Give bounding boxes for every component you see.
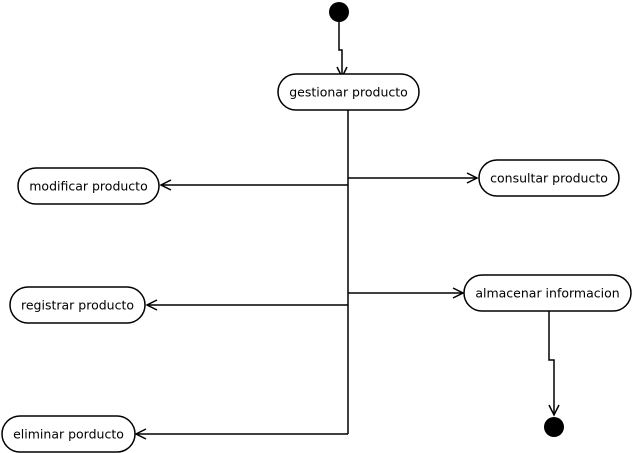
activity-label: gestionar producto	[289, 85, 408, 100]
arrowhead-modificar	[159, 179, 172, 191]
activity-modificar-producto: modificar producto	[17, 167, 160, 205]
initial-node	[329, 2, 349, 22]
edge-almacenar-to-end	[548, 311, 555, 415]
edge-start-to-gestionar	[338, 22, 343, 77]
activity-eliminar-porducto: eliminar porducto	[1, 415, 136, 453]
activity-label: consultar producto	[490, 171, 608, 186]
activity-label: registrar producto	[21, 298, 134, 313]
arrowhead-consultar	[466, 172, 479, 184]
activity-gestionar-producto: gestionar producto	[277, 73, 420, 111]
arrowhead-registrar	[145, 299, 158, 311]
arrowhead-eliminar	[134, 428, 147, 440]
final-node	[544, 417, 564, 437]
activity-consultar-producto: consultar producto	[478, 159, 620, 197]
activity-label: eliminar porducto	[13, 427, 124, 442]
activity-almacenar-informacion: almacenar informacion	[463, 274, 632, 312]
activity-label: almacenar informacion	[475, 286, 619, 301]
activity-registrar-producto: registrar producto	[9, 286, 146, 324]
activity-label: modificar producto	[29, 179, 147, 194]
arrowhead-end	[548, 404, 560, 417]
arrowhead-almacenar	[452, 287, 465, 299]
edges	[134, 22, 560, 440]
